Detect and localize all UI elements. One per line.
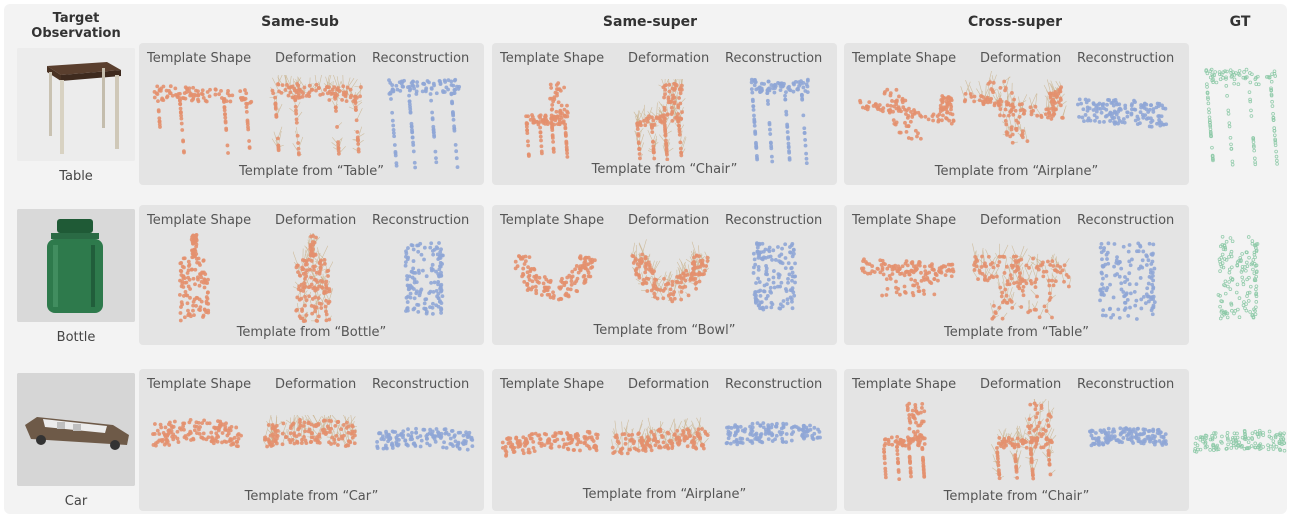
panel-table-cross-super: Template Shape Deformation Reconstructio… bbox=[844, 43, 1189, 185]
caption: Template from “Airplane” bbox=[492, 487, 837, 502]
template-pointcloud bbox=[517, 79, 577, 159]
deformation-pointcloud bbox=[630, 239, 710, 309]
label-template-shape: Template Shape bbox=[147, 51, 251, 66]
label-reconstruction: Reconstruction bbox=[372, 377, 469, 392]
label-deformation: Deformation bbox=[980, 51, 1061, 66]
reconstruction-pointcloud bbox=[1072, 87, 1172, 137]
reconstruction-pointcloud bbox=[1088, 425, 1168, 453]
label-template-shape: Template Shape bbox=[147, 213, 251, 228]
label-template-shape: Template Shape bbox=[500, 213, 604, 228]
label-reconstruction: Reconstruction bbox=[1077, 213, 1174, 228]
label-deformation: Deformation bbox=[275, 377, 356, 392]
deformation-pointcloud bbox=[984, 399, 1064, 485]
label-deformation: Deformation bbox=[628, 51, 709, 66]
reconstruction-pointcloud bbox=[384, 75, 464, 170]
panel-car-same-sub: Template Shape Deformation Reconstructio… bbox=[139, 369, 484, 511]
template-pointcloud bbox=[177, 233, 211, 323]
label-deformation: Deformation bbox=[275, 213, 356, 228]
target-label-bottle: Bottle bbox=[17, 330, 135, 345]
panel-table-same-super: Template Shape Deformation Reconstructio… bbox=[492, 43, 837, 185]
deformation-pointcloud bbox=[610, 415, 710, 461]
label-reconstruction: Reconstruction bbox=[372, 213, 469, 228]
caption: Template from “Bowl” bbox=[492, 323, 837, 338]
caption: Template from “Chair” bbox=[844, 489, 1189, 504]
caption: Template from “Table” bbox=[844, 325, 1189, 340]
label-deformation: Deformation bbox=[628, 377, 709, 392]
target-image-car bbox=[17, 373, 135, 486]
label-reconstruction: Reconstruction bbox=[372, 51, 469, 66]
reconstruction-pointcloud bbox=[747, 239, 802, 314]
template-pointcloud bbox=[512, 243, 597, 308]
panel-bottle-same-super: Template Shape Deformation Reconstructio… bbox=[492, 205, 837, 345]
header-cross-super: Cross-super bbox=[915, 14, 1115, 30]
label-template-shape: Template Shape bbox=[852, 51, 956, 66]
template-pointcloud bbox=[854, 83, 959, 148]
deformation-pointcloud bbox=[627, 79, 692, 161]
target-image-table bbox=[17, 48, 135, 161]
label-template-shape: Template Shape bbox=[147, 377, 251, 392]
template-pointcloud bbox=[500, 419, 600, 461]
template-pointcloud bbox=[858, 251, 958, 301]
reconstruction-pointcloud bbox=[1092, 239, 1162, 325]
caption: Template from “Table” bbox=[139, 164, 484, 179]
label-reconstruction: Reconstruction bbox=[725, 51, 822, 66]
target-label-car: Car bbox=[17, 494, 135, 509]
label-template-shape: Template Shape bbox=[852, 213, 956, 228]
deformation-pointcloud bbox=[972, 239, 1072, 329]
caption: Template from “Chair” bbox=[492, 162, 837, 177]
reconstruction-pointcloud bbox=[399, 239, 449, 319]
gt-bottle-pointcloud bbox=[1212, 232, 1264, 324]
label-deformation: Deformation bbox=[980, 377, 1061, 392]
target-label-table: Table bbox=[17, 169, 135, 184]
label-reconstruction: Reconstruction bbox=[1077, 377, 1174, 392]
label-template-shape: Template Shape bbox=[500, 377, 604, 392]
header-same-super: Same-super bbox=[550, 14, 750, 30]
label-reconstruction: Reconstruction bbox=[1077, 51, 1174, 66]
label-reconstruction: Reconstruction bbox=[725, 377, 822, 392]
caption: Template from “Airplane” bbox=[844, 164, 1189, 179]
reconstruction-pointcloud bbox=[747, 75, 812, 165]
deformation-pointcloud bbox=[959, 71, 1069, 151]
panel-car-cross-super: Template Shape Deformation Reconstructio… bbox=[844, 369, 1189, 511]
gt-car-pointcloud bbox=[1192, 426, 1290, 462]
reconstruction-pointcloud bbox=[724, 419, 822, 455]
deformation-pointcloud bbox=[263, 415, 357, 459]
target-image-bottle bbox=[17, 209, 135, 322]
header-same-sub: Same-sub bbox=[200, 14, 400, 30]
deformation-pointcloud bbox=[267, 75, 367, 160]
panel-bottle-same-sub: Template Shape Deformation Reconstructio… bbox=[139, 205, 484, 345]
label-deformation: Deformation bbox=[628, 213, 709, 228]
label-deformation: Deformation bbox=[275, 51, 356, 66]
panel-car-same-super: Template Shape Deformation Reconstructio… bbox=[492, 369, 837, 511]
label-template-shape: Template Shape bbox=[500, 51, 604, 66]
caption: Template from “Bottle” bbox=[139, 325, 484, 340]
panel-bottle-cross-super: Template Shape Deformation Reconstructio… bbox=[844, 205, 1189, 345]
caption: Template from “Car” bbox=[139, 489, 484, 504]
label-template-shape: Template Shape bbox=[852, 377, 956, 392]
label-deformation: Deformation bbox=[980, 213, 1061, 228]
template-pointcloud bbox=[149, 79, 259, 159]
target-observation-header: Target Observation bbox=[16, 11, 136, 41]
deformation-pointcloud bbox=[293, 233, 333, 323]
reconstruction-pointcloud bbox=[375, 425, 475, 459]
gt-table-pointcloud bbox=[1200, 64, 1284, 168]
header-gt: GT bbox=[1205, 14, 1275, 30]
template-pointcloud bbox=[151, 415, 243, 459]
label-reconstruction: Reconstruction bbox=[725, 213, 822, 228]
template-pointcloud bbox=[874, 399, 934, 481]
panel-table-same-sub: Template Shape Deformation Reconstructio… bbox=[139, 43, 484, 185]
